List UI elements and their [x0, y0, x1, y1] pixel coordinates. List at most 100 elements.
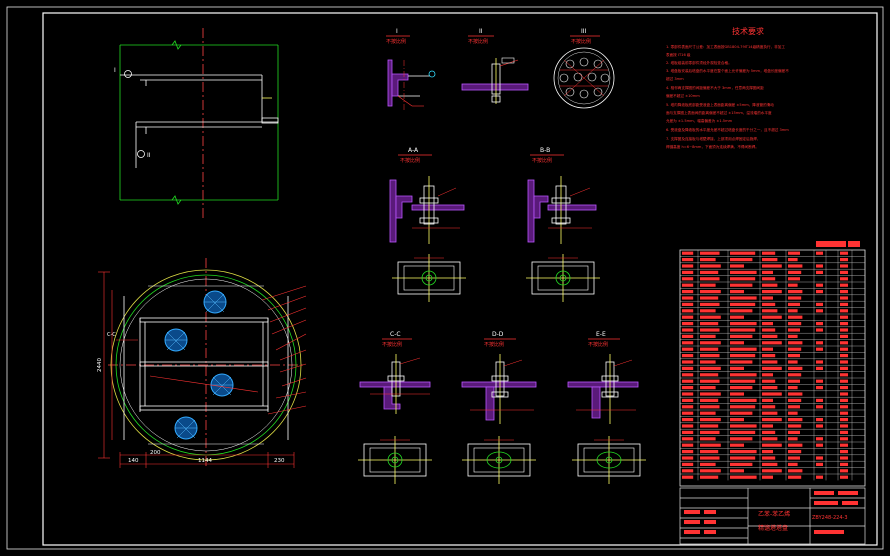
- bom-cell-mark: [816, 341, 823, 345]
- section-bb-title: B-B: [540, 147, 550, 154]
- bom-cell-mark: [730, 277, 756, 281]
- bom-cell-mark: [840, 462, 848, 466]
- bom-cell-mark: [816, 328, 823, 332]
- bom-cell-mark: [700, 277, 720, 281]
- bom-cell-mark: [700, 309, 716, 313]
- bom-cell-mark: [700, 405, 720, 409]
- bom-cell-mark: [730, 341, 744, 345]
- mark-i-label: I: [114, 67, 116, 74]
- bom-cell-mark: [682, 315, 694, 319]
- bom-cell-mark: [788, 437, 798, 441]
- bom-cell-mark: [730, 283, 753, 287]
- bom-cell-mark: [788, 379, 800, 383]
- bom-cell-mark: [762, 398, 773, 402]
- section-dd: [461, 338, 537, 424]
- bom-cell-mark: [700, 302, 720, 306]
- detail-iii-title: III: [581, 28, 587, 35]
- bom-cell-mark: [700, 354, 720, 358]
- detail-i-marker: [124, 70, 132, 78]
- bom-cell-mark: [788, 450, 802, 454]
- title-name-line1: 乙苯-苯乙烯: [758, 510, 790, 518]
- bom-cell-mark: [682, 322, 694, 326]
- bom-cell-mark: [840, 309, 848, 313]
- bom-cell-mark: [762, 264, 782, 268]
- bom-cell-mark: [730, 322, 757, 326]
- bom-cell-mark: [816, 398, 823, 402]
- bom-cell-mark: [816, 270, 823, 274]
- bom-cell-mark: [840, 334, 848, 338]
- bom-cell-mark: [788, 309, 798, 313]
- bom-cell-mark: [682, 264, 694, 268]
- tech-line: 5. 塔内降液板底部距受液盘上表面距离偏差 ±5mm，降液管的滑动: [666, 102, 774, 107]
- bom-cell-mark: [840, 341, 848, 345]
- bom-cell-mark: [816, 309, 823, 313]
- bom-cell-mark: [788, 302, 800, 306]
- bom-cell-mark: [788, 392, 803, 396]
- bom-cell-mark: [682, 270, 694, 274]
- bom-cell-mark: [788, 290, 803, 294]
- bom-cell-mark: [840, 328, 848, 332]
- bom-cell-mark: [788, 328, 800, 332]
- manholes: [164, 290, 234, 440]
- bom-cell-mark: [788, 258, 798, 262]
- bom-cell-mark: [700, 418, 721, 422]
- aa-plan-detail: [392, 254, 466, 302]
- section-dd-scale: 不按比例: [484, 341, 504, 348]
- bom-cell-mark: [700, 322, 719, 326]
- detail-i-scale: 不按比例: [386, 38, 406, 45]
- tech-line: 2. 塔板组装前零部件须经外观检查合格。: [666, 60, 732, 65]
- bom-cell-mark: [682, 360, 694, 364]
- bom-cell-mark: [762, 341, 782, 345]
- tech-line: 超过 3mm: [666, 76, 684, 81]
- bom-cell-mark: [840, 258, 848, 262]
- bom-cell-mark: [840, 354, 848, 358]
- bom-cell-mark: [730, 392, 744, 396]
- bom-cell-mark: [762, 373, 773, 377]
- bom-cell-mark: [816, 379, 823, 383]
- bom-cell-mark: [788, 296, 802, 300]
- bom-cell-mark: [730, 354, 756, 358]
- tech-line: 4. 相邻两支撑圈的间距偏差不大于 3mm，任意两支撑圈间距: [666, 85, 764, 90]
- bom-cell-mark: [816, 360, 823, 364]
- inner-frame: [42, 12, 878, 546]
- bom-cell-mark: [700, 398, 719, 402]
- bom-cell-mark: [700, 462, 716, 466]
- bom-cell-mark: [682, 437, 694, 441]
- bom-cell-mark: [840, 296, 848, 300]
- bom-cell-mark: [762, 296, 773, 300]
- bom-cell-mark: [816, 264, 823, 268]
- plan-leaders: [116, 285, 307, 415]
- bom-cell-mark: [762, 277, 776, 281]
- bom-cell-mark: [762, 347, 773, 351]
- bom-cell-mark: [762, 334, 778, 338]
- bom-cell-mark: [762, 315, 782, 319]
- plan-dimensions: [98, 271, 295, 468]
- section-ee-scale: 不按比例: [588, 341, 608, 348]
- section-cc-title: C-C: [390, 331, 401, 338]
- bom-cell-mark: [840, 475, 848, 479]
- bom-cell-mark: [730, 462, 753, 466]
- bom-cell-mark: [700, 469, 721, 473]
- detail-iii: [553, 35, 615, 109]
- detail-ii: [461, 35, 529, 104]
- mark-ii-label: II: [147, 152, 151, 159]
- bom-cell-mark: [840, 302, 848, 306]
- bom-cell-mark: [700, 430, 720, 434]
- bom-cell-mark: [788, 456, 800, 460]
- bom-cell-mark: [700, 379, 720, 383]
- bom-cell-mark: [762, 430, 776, 434]
- bom-cell-mark: [762, 392, 782, 396]
- bom-cell-mark: [730, 418, 744, 422]
- bom-cell-mark: [762, 450, 773, 454]
- bom-cell-mark: [730, 386, 753, 390]
- bom-cell-mark: [788, 443, 803, 447]
- section-cc-scale: 不按比例: [382, 341, 402, 348]
- bom-cell-mark: [682, 366, 694, 370]
- drawing-number: ZBY248-224-3: [812, 515, 848, 521]
- bom-cell-mark: [730, 411, 753, 415]
- bom-cell-mark: [788, 322, 802, 326]
- bom-cell-mark: [700, 341, 721, 345]
- bom-cell-mark: [730, 450, 757, 454]
- bom-cell-mark: [682, 341, 694, 345]
- section-dd-title: D-D: [492, 331, 504, 338]
